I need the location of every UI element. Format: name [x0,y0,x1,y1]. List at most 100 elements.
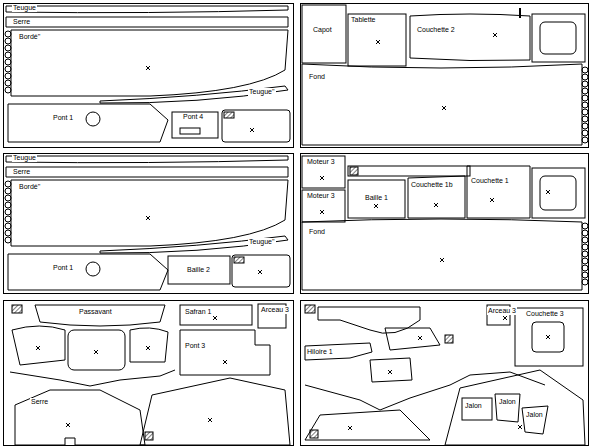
cut-outline [234,257,244,263]
cut-outline [532,14,585,62]
edge-scallop [582,67,588,73]
cut-outline [10,370,175,386]
cut-outline [100,236,288,253]
cut-outline [4,154,294,294]
center-cross [320,176,324,180]
edge-scallop [582,116,588,122]
center-cross [546,335,550,339]
edge-scallop [582,109,588,115]
part-name: Teugue [12,4,37,12]
cut-outline [467,166,530,218]
part-name: Couchette 1 [470,177,510,185]
cut-outline [6,167,288,177]
part-name: Safran 1 [184,308,212,316]
edge-scallop [582,237,588,243]
edge-scallop [5,230,11,236]
cut-outline [515,308,583,366]
cut-outline [100,86,288,103]
cut-outline [305,372,545,410]
cut-outline [4,301,294,446]
cut-outline [348,166,470,176]
edge-scallop [5,188,11,194]
panel-top-left [4,4,294,148]
edge-scallop [582,279,588,285]
part-name: Jalon [498,398,517,406]
cut-outline [86,112,100,126]
cut-outline [35,305,165,326]
cut-outline [180,305,252,325]
cut-outline [408,176,465,218]
edge-scallop [5,209,11,215]
center-cross [503,316,507,320]
edge-scallop [582,251,588,257]
cut-outline [224,112,234,118]
edge-scallop [5,87,11,93]
part-name: Pont 4 [182,113,204,121]
edge-scallop [5,66,11,72]
part-name: Pont 1 [52,264,74,272]
part-name: Hiloire 1 [306,348,334,356]
cut-outline [302,219,582,290]
part-name: Fond [308,73,326,81]
edge-scallop [582,223,588,229]
cut-outline [540,22,576,54]
edge-scallop [582,244,588,250]
part-name: Serre [12,168,31,176]
panel-middle-right [301,154,589,294]
edge-scallop [5,80,11,86]
cut-outline [11,180,288,246]
cut-outline [519,8,521,18]
part-name: Pont 1 [52,114,74,122]
edge-scallop [582,95,588,101]
cut-outline [12,305,22,313]
part-name: Arceau 3 [260,306,290,314]
cut-outline [6,6,288,13]
cut-outline [532,322,564,352]
part-name: Baille 2 [186,266,211,274]
cut-outline [318,307,420,333]
cut-outline [445,335,453,343]
cut-outline [145,432,153,440]
cut-outline [305,410,430,440]
cut-outline [172,112,218,138]
part-name: Bordé'' [18,183,41,191]
edge-scallop [582,123,588,129]
center-cross [36,346,40,350]
edge-scallop [5,195,11,201]
edge-scallop [5,223,11,229]
cut-outline [495,394,520,422]
edge-scallop [582,258,588,264]
part-name: Teugue'' [248,88,276,96]
panel-middle-left [4,154,294,294]
edge-scallop [582,130,588,136]
panel-top-right [301,4,589,148]
cut-outline [305,343,372,360]
cut-outline [522,406,548,434]
part-name: Moteur 3 [306,192,336,200]
edge-scallop [5,237,11,243]
cut-outline [310,430,318,438]
cut-outline [11,30,288,96]
edge-scallop [5,216,11,222]
part-name: Moteur 3 [306,158,336,166]
edge-scallop [582,272,588,278]
center-cross [374,204,378,208]
part-name: Couchette 1b [410,181,454,189]
cut-outline [348,180,405,218]
part-name: Capot [312,26,333,34]
edge-scallop [582,88,588,94]
cut-outline [302,156,345,188]
cut-outline [348,14,406,66]
center-cross [146,216,150,220]
cut-outline [445,370,585,445]
part-name: Pont 3 [184,342,206,350]
edge-scallop [582,137,588,143]
cut-outline [8,254,168,290]
center-cross [440,258,444,262]
center-cross [258,270,262,274]
edge-scallop [582,102,588,108]
part-name: Arceau 3 [487,307,517,315]
cut-outline [532,168,585,218]
center-cross [66,423,70,427]
